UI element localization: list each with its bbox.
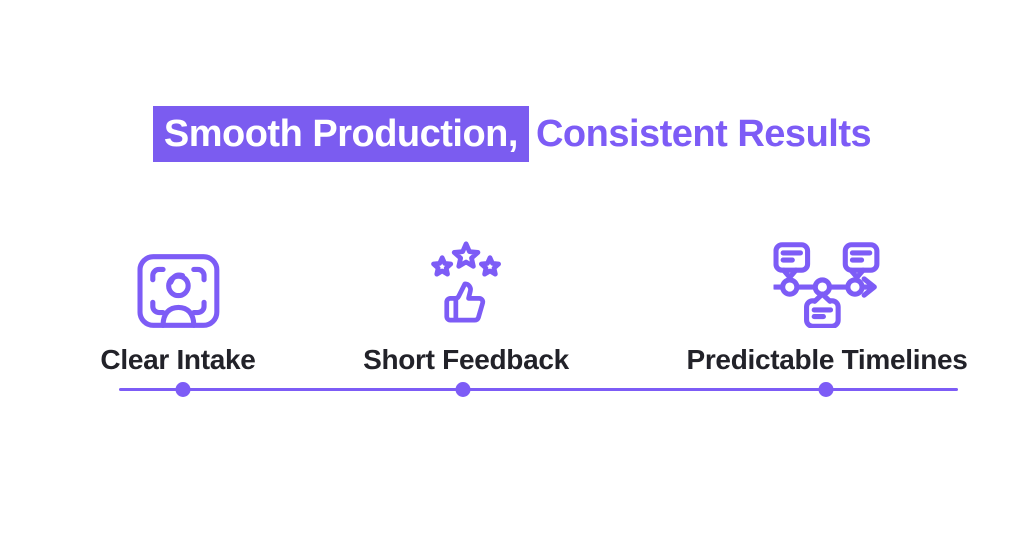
feature-label-predictable-timelines: Predictable Timelines	[686, 344, 968, 375]
title-highlighted-text: Smooth Production,	[152, 106, 529, 162]
feature-label-clear-intake: Clear Intake	[100, 344, 256, 375]
page-title: Smooth Production, Consistent Results	[0, 106, 1024, 162]
feature-clear-intake: Clear Intake	[100, 240, 256, 376]
timeline-dot-1	[175, 382, 191, 397]
title-rest-text: Consistent Results	[535, 113, 872, 155]
timeline-chat-icon	[773, 240, 881, 328]
timeline-dot-2	[455, 382, 471, 397]
timeline-dot-3	[818, 382, 834, 397]
feature-predictable-timelines: Predictable Timelines	[686, 240, 968, 376]
feature-label-short-feedback: Short Feedback	[363, 344, 569, 375]
thumbs-up-stars-icon	[427, 240, 505, 328]
person-frame-icon	[137, 240, 219, 328]
feature-short-feedback: Short Feedback	[363, 240, 569, 376]
timeline-rule	[119, 388, 958, 391]
